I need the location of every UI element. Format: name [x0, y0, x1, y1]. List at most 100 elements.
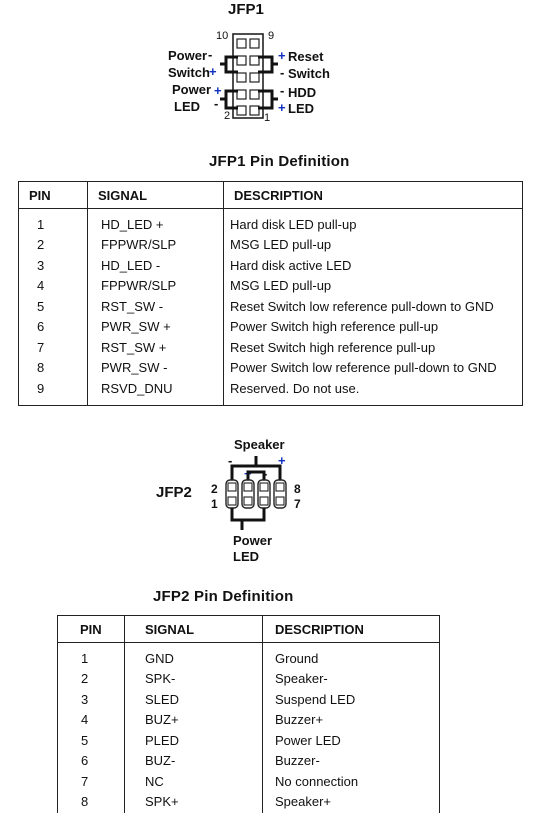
- description-cell: Buzzer-: [275, 753, 320, 769]
- description-cell: No connection: [275, 773, 359, 789]
- table-row: 4 FPPWR/SLP MSG LED pull-up: [18, 276, 523, 297]
- signal-cell: PWR_SW +: [87, 317, 224, 338]
- signal-cell: RSVD_DNU: [87, 378, 224, 405]
- signal-cell: RST_SW -: [87, 296, 224, 317]
- signal-cell: HD_LED -: [87, 255, 224, 276]
- description-cell: Reset Switch low reference pull-down to …: [230, 298, 494, 314]
- jfp2-pin-7-label: 7: [294, 497, 301, 511]
- table-header-row: PIN SIGNAL DESCRIPTION: [18, 181, 523, 209]
- jfp1-plus-sign-2: +: [214, 83, 222, 98]
- description-cell: Speaker+: [275, 794, 332, 810]
- table-row: 5 RST_SW - Reset Switch low reference pu…: [18, 296, 523, 317]
- pin-cell: 2: [57, 669, 125, 690]
- description-cell: Power Switch high reference pull-up: [230, 319, 439, 335]
- jfp1-diagram: JFP1 10 9 Power - Switch + Power + LED -: [0, 0, 546, 130]
- jfp1-pin-table: PIN SIGNAL DESCRIPTION 1 HD_LED + Hard d…: [18, 181, 523, 406]
- pin-cell: 3: [18, 255, 88, 276]
- signal-cell: HD_LED +: [87, 208, 224, 235]
- table-row: 1 GND Ground: [57, 642, 440, 669]
- jfp1-pin-10-label: 10: [216, 30, 229, 42]
- column-header-description: DESCRIPTION: [223, 181, 523, 209]
- table-row: 8 PWR_SW - Power Switch low reference pu…: [18, 358, 523, 379]
- jfp1-pin-9-label: 9: [268, 30, 275, 42]
- jfp2-power-led-label-1: Power: [233, 533, 273, 548]
- jfp2-pin-1-label: 1: [211, 497, 218, 511]
- table-header-row: PIN SIGNAL DESCRIPTION: [57, 615, 440, 643]
- jfp2-title: JFP2: [156, 484, 192, 501]
- pin-cell: 4: [18, 276, 88, 297]
- table-row: 4 BUZ+ Buzzer+: [57, 710, 440, 731]
- jfp1-plus-sign-4: +: [278, 100, 286, 115]
- description-cell: Reset Switch high reference pull-up: [230, 339, 436, 355]
- jfp2-minus-sign-1: -: [228, 453, 233, 468]
- table-row: 7 NC No connection: [57, 771, 440, 792]
- jfp2-speaker-label: Speaker: [234, 437, 285, 452]
- description-cell: Suspend LED: [275, 691, 356, 707]
- signal-cell: FPPWR/SLP: [87, 276, 224, 297]
- jfp1-title: JFP1: [228, 1, 264, 18]
- column-header-pin: PIN: [57, 615, 125, 643]
- pin-cell: 4: [57, 710, 125, 731]
- table-row: 8 SPK+ Speaker+: [57, 792, 440, 813]
- signal-cell: SPK+: [124, 792, 263, 813]
- jfp2-pin-2-label: 2: [211, 482, 218, 496]
- jfp1-reset-label-2: Switch: [288, 66, 330, 81]
- description-cell: Hard disk LED pull-up: [230, 217, 357, 232]
- table-row: 2 SPK- Speaker-: [57, 669, 440, 690]
- description-cell: Ground: [275, 651, 319, 666]
- pin-cell: 5: [18, 296, 88, 317]
- description-cell: Power LED: [275, 732, 341, 748]
- pin-cell: 7: [57, 771, 125, 792]
- jfp1-plus-sign-3: +: [278, 48, 286, 63]
- description-cell: MSG LED pull-up: [230, 237, 332, 253]
- jfp1-power-switch-label-2: Switch: [168, 65, 210, 80]
- jfp1-power-switch-label-1: Power: [168, 48, 208, 63]
- pin-cell: 2: [18, 235, 88, 256]
- jfp2-pin-8-label: 8: [294, 482, 301, 496]
- jfp2-connector-icon: [225, 456, 287, 530]
- pin-cell: 7: [18, 337, 88, 358]
- pin-cell: 5: [57, 730, 125, 751]
- jfp1-minus-sign-2: -: [214, 96, 219, 111]
- description-cell: Speaker-: [275, 671, 328, 687]
- pin-cell: 3: [57, 689, 125, 710]
- description-cell: Power Switch low reference pull-down to …: [230, 360, 497, 376]
- table-row: 5 PLED Power LED: [57, 730, 440, 751]
- pin-cell: 1: [57, 642, 125, 669]
- signal-cell: RST_SW +: [87, 337, 224, 358]
- jfp2-pin-table: PIN SIGNAL DESCRIPTION 1 GND Ground 2 SP…: [57, 615, 440, 813]
- jfp2-diagram: Speaker JFP2 - + - + 2 1 8 7 Power LED: [0, 430, 546, 570]
- table-row: 2 FPPWR/SLP MSG LED pull-up: [18, 235, 523, 256]
- jfp1-pin-2-label: 2: [224, 110, 231, 122]
- pin-cell: 6: [18, 317, 88, 338]
- table-row: 1 HD_LED + Hard disk LED pull-up: [18, 208, 523, 235]
- jfp1-table-title: JFP1 Pin Definition: [209, 153, 350, 170]
- jfp1-minus-sign-4: -: [280, 83, 285, 98]
- signal-cell: FPPWR/SLP: [87, 235, 224, 256]
- jfp1-reset-label-1: Reset: [288, 49, 324, 64]
- pin-cell: 8: [18, 358, 88, 379]
- column-header-signal: SIGNAL: [87, 181, 224, 209]
- description-cell: Hard disk active LED: [230, 257, 352, 273]
- table-row: 3 SLED Suspend LED: [57, 689, 440, 710]
- jfp2-table-title: JFP2 Pin Definition: [153, 588, 294, 605]
- jfp2-power-led-label-2: LED: [233, 549, 259, 564]
- jfp1-hdd-label-2: LED: [288, 101, 314, 116]
- pin-cell: 6: [57, 751, 125, 772]
- pin-cell: 1: [18, 208, 88, 235]
- jfp1-hdd-label-1: HDD: [288, 85, 317, 100]
- table-row: 9 RSVD_DNU Reserved. Do not use.: [18, 378, 523, 405]
- description-cell: MSG LED pull-up: [230, 278, 332, 294]
- signal-cell: SPK-: [124, 669, 263, 690]
- signal-cell: PWR_SW -: [87, 358, 224, 379]
- pin-cell: 8: [57, 792, 125, 813]
- signal-cell: SLED: [124, 689, 263, 710]
- table-row: 3 HD_LED - Hard disk active LED: [18, 255, 523, 276]
- table-row: 7 RST_SW + Reset Switch high reference p…: [18, 337, 523, 358]
- jfp1-minus-sign-1: -: [208, 47, 213, 62]
- signal-cell: GND: [124, 642, 263, 669]
- jfp1-power-led-label-2: LED: [174, 99, 200, 114]
- column-header-signal: SIGNAL: [124, 615, 263, 643]
- jfp1-minus-sign-3: -: [280, 65, 285, 80]
- table-row: 6 BUZ- Buzzer-: [57, 751, 440, 772]
